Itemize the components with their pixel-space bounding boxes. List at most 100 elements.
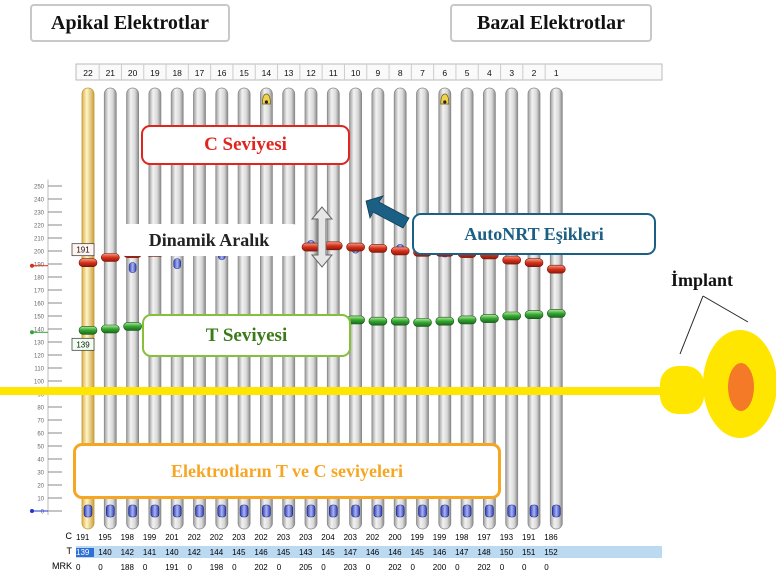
zero-marker-2[interactable]	[529, 504, 539, 518]
zero-marker-11[interactable]	[328, 504, 338, 518]
electrode-number-5[interactable]: 5	[465, 68, 470, 78]
mrk-cell-18[interactable]: 191	[165, 563, 179, 572]
mrk-cell-13[interactable]: 0	[276, 563, 282, 572]
electrode-rail-3[interactable]	[505, 87, 519, 530]
zero-marker-20[interactable]	[128, 504, 137, 518]
mrk-cell-8[interactable]: 202	[388, 563, 402, 572]
c-cell-20[interactable]: 198	[120, 533, 134, 542]
t-cell-14[interactable]: 146	[254, 548, 268, 557]
c-level-marker-9[interactable]	[368, 244, 388, 253]
c-level-marker-8[interactable]	[390, 246, 410, 256]
zero-marker-7[interactable]	[418, 504, 427, 518]
electrode-number-16[interactable]: 16	[217, 68, 227, 78]
t-cell-6[interactable]: 146	[432, 548, 447, 557]
electrode-number-9[interactable]: 9	[376, 68, 381, 78]
mrk-cell-7[interactable]: 0	[410, 563, 415, 572]
t-cell-5[interactable]: 147	[455, 548, 469, 557]
t-cell-18[interactable]: 140	[165, 548, 179, 557]
electrode-rail-2[interactable]	[527, 87, 541, 530]
electrode-number-14[interactable]: 14	[262, 68, 272, 78]
zero-marker-5[interactable]	[462, 504, 472, 518]
electrode-number-2[interactable]: 2	[532, 68, 537, 78]
mrk-cell-12[interactable]: 205	[299, 563, 313, 572]
c-cell-5[interactable]: 198	[455, 533, 469, 542]
c-cell-10[interactable]: 203	[343, 533, 357, 542]
electrode-number-12[interactable]: 12	[306, 68, 316, 78]
electrode-rail-1[interactable]	[549, 87, 563, 530]
zero-marker-19[interactable]	[150, 504, 160, 518]
zero-marker-1[interactable]	[551, 504, 561, 518]
electrode-number-4[interactable]: 4	[487, 68, 492, 78]
electrode-off-bell-6[interactable]	[440, 93, 450, 105]
t-level-marker-22[interactable]	[78, 325, 98, 335]
c-cell-3[interactable]: 193	[499, 533, 514, 542]
electrode-off-bell-14[interactable]	[262, 93, 271, 105]
mrk-cell-10[interactable]: 203	[343, 563, 357, 572]
t-cell-4[interactable]: 148	[477, 548, 491, 557]
mrk-cell-20[interactable]: 188	[120, 563, 134, 572]
c-cell-11[interactable]: 204	[321, 533, 335, 542]
mrk-cell-19[interactable]: 0	[142, 563, 148, 572]
electrode-number-8[interactable]: 8	[398, 68, 403, 78]
electrode-number-13[interactable]: 13	[284, 68, 294, 78]
electrode-rail-19[interactable]	[148, 87, 162, 530]
c-cell-15[interactable]: 203	[232, 533, 246, 542]
t-cell-15[interactable]: 145	[232, 548, 246, 557]
electrode-rail-10[interactable]	[349, 87, 363, 530]
electrode-number-18[interactable]: 18	[172, 68, 182, 78]
c-level-marker-22[interactable]	[78, 258, 98, 268]
zero-marker-9[interactable]	[373, 504, 383, 518]
autonrt-marker-18[interactable]	[173, 258, 181, 269]
electrode-number-3[interactable]: 3	[509, 68, 514, 78]
c-cell-12[interactable]: 203	[299, 533, 313, 542]
c-cell-2[interactable]: 191	[522, 533, 536, 542]
zero-marker-15[interactable]	[239, 504, 249, 518]
electrode-rail-5[interactable]	[460, 87, 474, 530]
c-cell-9[interactable]: 202	[365, 533, 380, 542]
t-level-marker-21[interactable]	[101, 324, 120, 334]
zero-marker-3[interactable]	[507, 504, 517, 518]
c-level-marker-10[interactable]	[346, 242, 365, 252]
electrode-number-22[interactable]: 22	[83, 68, 93, 78]
electrode-number-20[interactable]: 20	[128, 68, 138, 78]
mrk-cell-21[interactable]: 0	[98, 563, 103, 572]
c-cell-13[interactable]: 203	[276, 533, 291, 542]
c-cell-17[interactable]: 202	[187, 533, 201, 542]
mrk-cell-4[interactable]: 202	[477, 563, 491, 572]
electrode-number-17[interactable]: 17	[195, 68, 205, 78]
c-level-marker-1[interactable]	[546, 264, 566, 274]
t-level-marker-7[interactable]	[413, 318, 432, 327]
zero-marker-4[interactable]	[485, 504, 494, 518]
t-level-marker-3[interactable]	[502, 311, 522, 321]
zero-marker-13[interactable]	[284, 504, 294, 518]
t-level-marker-6[interactable]	[435, 316, 455, 326]
zero-marker-18[interactable]	[172, 504, 182, 518]
t-cell-19[interactable]: 141	[142, 548, 157, 557]
zero-marker-21[interactable]	[106, 504, 115, 518]
c-cell-22[interactable]: 191	[76, 533, 90, 542]
zero-marker-17[interactable]	[195, 504, 204, 518]
mrk-cell-15[interactable]: 0	[232, 563, 237, 572]
t-cell-3[interactable]: 150	[499, 548, 514, 557]
mrk-cell-5[interactable]: 0	[455, 563, 460, 572]
t-cell-20[interactable]: 142	[120, 548, 134, 557]
electrode-rail-21[interactable]	[103, 87, 117, 530]
c-cell-21[interactable]: 195	[98, 533, 112, 542]
electrode-rail-15[interactable]	[237, 87, 251, 530]
t-level-marker-9[interactable]	[368, 316, 388, 326]
c-cell-16[interactable]: 202	[209, 533, 224, 542]
t-level-marker-20[interactable]	[123, 322, 142, 331]
electrode-number-19[interactable]: 19	[150, 68, 160, 78]
electrode-rail-20[interactable]	[126, 87, 139, 530]
electrode-rail-22[interactable]	[81, 87, 95, 530]
electrode-rail-18[interactable]	[170, 87, 184, 530]
t-cell-12[interactable]: 143	[299, 548, 313, 557]
c-cell-7[interactable]: 199	[410, 533, 424, 542]
t-cell-9[interactable]: 146	[365, 548, 380, 557]
electrode-number-11[interactable]: 11	[329, 68, 338, 78]
mrk-cell-2[interactable]: 0	[522, 563, 527, 572]
zero-marker-6[interactable]	[440, 504, 450, 518]
t-cell-2[interactable]: 151	[522, 548, 536, 557]
c-cell-14[interactable]: 202	[254, 533, 268, 542]
electrode-rail-6[interactable]	[438, 87, 452, 530]
